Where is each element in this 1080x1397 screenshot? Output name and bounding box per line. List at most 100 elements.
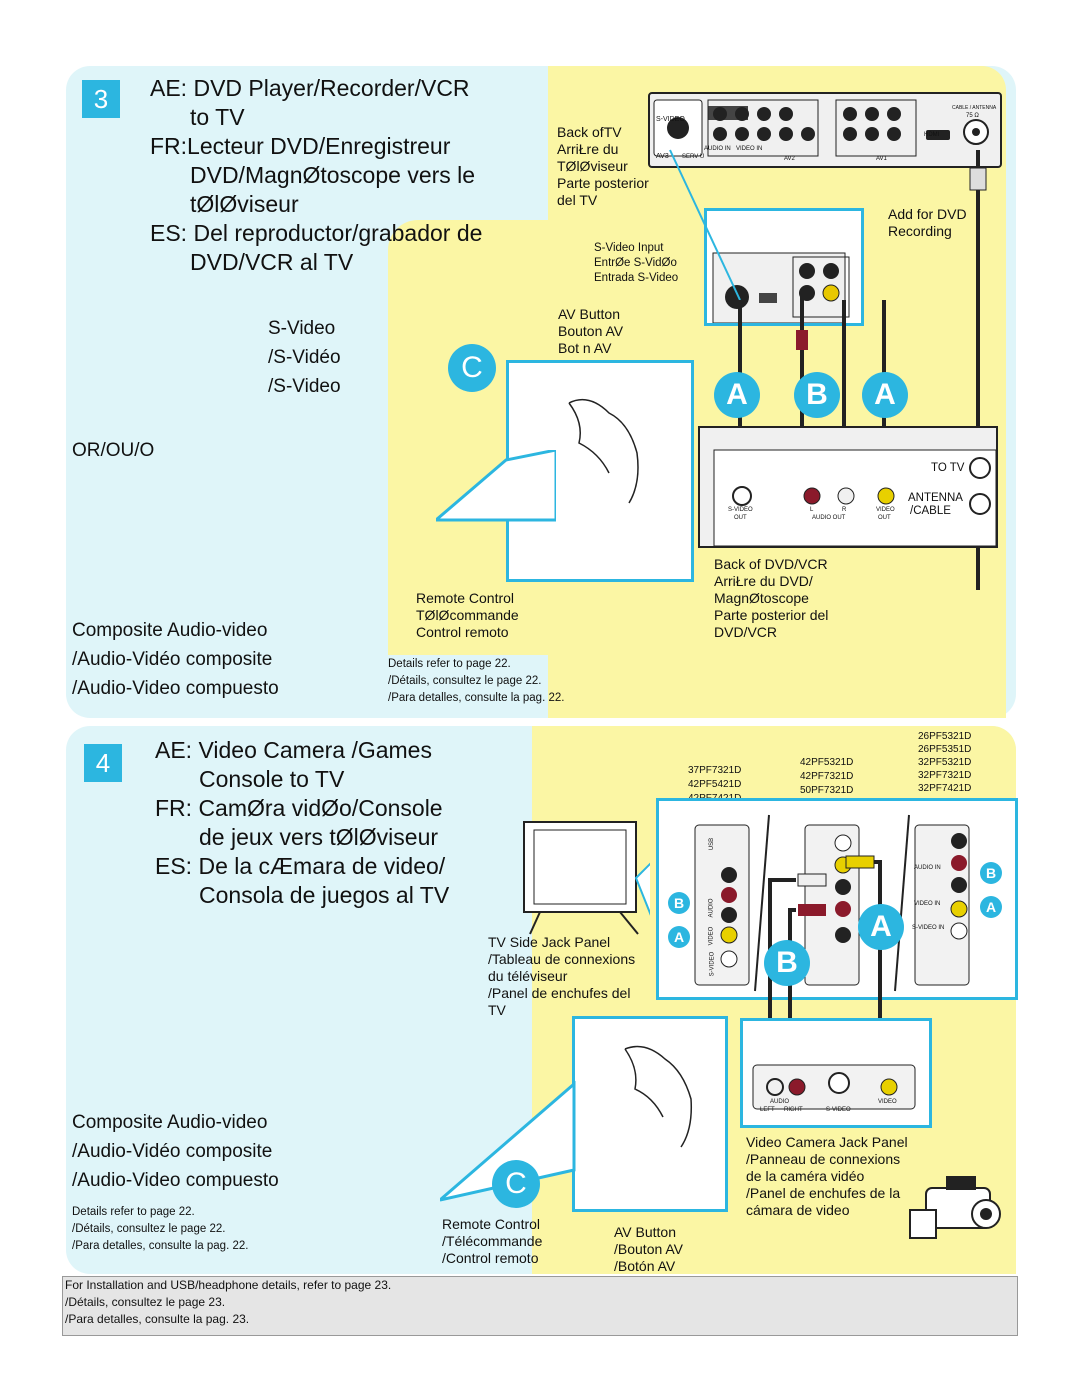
title-line: Console to TV [199,766,345,792]
label-line: ArriŁre du [557,141,619,157]
label-line: TV Side Jack Panel [488,934,611,950]
badge-a: A [714,372,760,418]
title-line: AE: DVD Player/Recorder/VCR [150,75,470,101]
composite-label-4: Composite Audio-video /Audio-Vidéo compo… [72,1108,279,1195]
badge-b: B [794,372,840,418]
composite-line: /Audio-Video compuesto [72,678,279,699]
back-of-dvd-label: Back of DVD/VCR ArriŁre du DVD/ MagnØtos… [714,556,828,641]
video-camera-icon [909,1176,1001,1239]
title-line: DVD/MagnØtoscope vers le [190,162,476,188]
details-label-3: Details refer to page 22. /Détails, cons… [388,656,564,707]
label-line: Recording [888,223,952,239]
label-line: MagnØtoscope [714,590,809,606]
model: 26PF5321D [918,731,972,742]
label-line: TØlØcommande [416,607,519,623]
label-line: Parte posterior del [714,607,829,623]
title-line: FR:Lecteur DVD/Enregistreur [150,133,451,159]
badge-b-small: B [668,892,690,914]
tv-panel-label: AV2 [784,156,795,162]
label-line: /Tableau de connexions [488,951,636,967]
label-line: /Para detalles, consulte la pag. 22. [72,1240,249,1252]
label-line: S-Video Input [594,242,664,254]
label-line: de la caméra vidéo [746,1168,865,1184]
footer-note: For Installation and USB/headphone detai… [62,1276,1018,1336]
label-line: Entrada S-Video [594,272,679,284]
footer-line: /Détails, consultez le page 23. [65,1295,226,1309]
composite-line: /Audio-Video compuesto [72,1170,279,1191]
section-4-title: AE: Video Camera /Games Console to TV FR… [155,736,449,910]
label-line: Details refer to page 22. [388,658,511,670]
label-line: /Para detalles, consulte la pag. 22. [388,692,565,704]
remote-control-box-4 [572,1016,728,1212]
model: 42PF7321D [800,771,854,782]
svideo-line: /S-Video [268,376,341,397]
label-line: /Panel de enchufes del [488,985,631,1001]
tv-panel-label: AV1 [876,156,887,162]
add-for-dvd-label: Add for DVD Recording [888,206,967,240]
model: 32PF5321D [918,757,972,768]
badge-a: A [862,372,908,418]
badge-a-small: A [668,926,690,948]
badge-c: C [448,344,496,392]
tv-panel-label: AUDIO IN [704,146,731,152]
badge-a-large: A [858,904,904,950]
tv-back-panel [648,92,1002,168]
video-camera-panel-label: Video Camera Jack Panel /Panneau de conn… [746,1134,908,1219]
antenna-label: ANTENNA [908,492,963,504]
hand-pressing-icon [624,1045,693,1148]
tv-sketch-icon [523,821,650,935]
label-line: EntrØe S-VidØo [594,257,677,269]
back-of-tv-label: Back ofTV ArriŁre du TØlØviseur Parte po… [557,124,649,209]
label-line: del TV [557,192,598,208]
tv-panel-label: AV3 [656,153,669,160]
label-line: Add for DVD [888,206,967,222]
title-line: de jeux vers tØlØviseur [199,824,439,850]
dvd-back-panel-jacks [713,449,997,547]
label-line: Details refer to page 22. [72,1206,195,1218]
side-jack-label: VIDEO IN [914,901,941,907]
remote-control-label-4: Remote Control /Télécommande /Control re… [442,1216,542,1267]
badge-a-small: A [980,896,1002,918]
hand-pressing-icon [568,398,639,504]
model: 50PF7321D [800,785,854,796]
composite-line: /Audio-Vidéo composite [72,649,273,670]
svideo-line: S-Video [268,318,336,339]
model: 42PF5321D [800,757,854,768]
label-line: TV [488,1002,506,1018]
footer-line: For Installation and USB/headphone detai… [65,1278,392,1292]
label-line: /Panel de enchufes de la [746,1185,901,1201]
camera-jack-label: AUDIO [770,1099,790,1105]
model-list-3: 26PF5321D 26PF5351D 32PF5321D 32PF7321D … [918,730,971,795]
dvd-jack-label: R [842,507,847,513]
side-jack-label: S-VIDEO IN [912,925,945,931]
badge-b-large: B [764,940,810,986]
label-line: /Control remoto [442,1250,539,1266]
dvd-back-panel [698,426,998,548]
label-line: AV Button [558,306,621,322]
label-line: /Bouton AV [614,1241,684,1257]
side-jack-label: AUDIO IN [914,865,941,871]
tv-back-panel-jacks [653,99,989,157]
dvd-jack-label: VIDEO [876,507,895,513]
cable-label: /CABLE [910,505,951,517]
composite-line: /Audio-Vidéo composite [72,1141,273,1162]
label-line: Parte posterior [557,175,649,191]
title-line: to TV [190,104,245,130]
zoom-callout [704,208,864,326]
side-jack-panel-box [656,798,1018,1000]
step-number-3: 3 [82,80,120,118]
av-button-label-4: AV Button /Bouton AV /Botón AV [614,1224,683,1275]
label-line: Bouton AV [558,323,624,339]
to-tv-label: TO TV [931,462,965,474]
label-line: /Botón AV [614,1258,676,1274]
label-line: ArriŁre du DVD/ [714,573,813,589]
label-line: AV Button [614,1224,677,1240]
composite-line: Composite Audio-video [72,1112,268,1133]
step-number-4: 4 [84,744,122,782]
label-line: DVD/VCR [714,624,778,640]
label-line: TØlØviseur [557,158,628,174]
label-line: Remote Control [442,1216,541,1232]
title-line: tØlØviseur [190,191,299,217]
label-line: /Panneau de connexions [746,1151,901,1167]
tv-panel-label: CABLE / ANTENNA [952,105,997,111]
